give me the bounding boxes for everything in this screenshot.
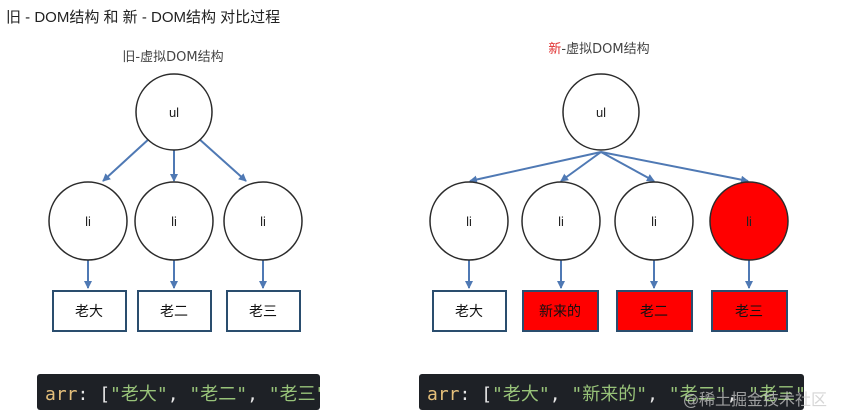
new-tree-child-node-2: li <box>521 181 601 261</box>
svg-text:li: li <box>651 214 657 229</box>
new-tree-child-node-4-highlighted: li <box>709 181 789 261</box>
new-tree-root-node: ul <box>562 73 640 151</box>
svg-text:li: li <box>466 214 472 229</box>
new-tree-leaf-box-4-highlighted: 老三 <box>711 290 788 332</box>
old-tree-leaf-box-3: 老三 <box>226 290 301 332</box>
old-tree-child-node-3: li <box>223 181 303 261</box>
svg-text:老三: 老三 <box>735 304 763 320</box>
watermark-text: @稀土掘金技术社区 <box>682 390 827 409</box>
new-tree-edges <box>465 151 753 289</box>
svg-text:li: li <box>171 214 177 229</box>
code-string: "老大" <box>492 384 550 405</box>
new-tree-child-node-3: li <box>614 181 694 261</box>
code-string: "老二" <box>189 384 248 405</box>
new-tree-leaf-box-3-highlighted: 老二 <box>616 290 693 332</box>
code-var-name: arr <box>45 384 78 405</box>
new-tree-title: 新-虚拟DOM结构 <box>548 41 649 57</box>
svg-text:老大: 老大 <box>455 304 483 320</box>
old-tree-title: 旧-虚拟DOM结构 <box>122 50 223 65</box>
svg-text:ul: ul <box>169 105 179 120</box>
code-string: "老二" <box>668 384 727 405</box>
new-tree-leaf-box-2-highlighted: 新来的 <box>522 290 599 332</box>
new-tree-leaf-box-1: 老大 <box>432 290 507 332</box>
svg-text:新来的: 新来的 <box>539 304 581 320</box>
code-string: "老大" <box>110 384 168 405</box>
code-string: "老三" <box>268 384 320 405</box>
svg-text:li: li <box>558 214 564 229</box>
old-tree-leaf-box-1: 老大 <box>52 290 127 332</box>
svg-text:li: li <box>746 214 752 229</box>
old-tree-leaf-box-2: 老二 <box>137 290 212 332</box>
svg-text:ul: ul <box>596 105 606 120</box>
svg-text:老二: 老二 <box>160 304 188 320</box>
code-var-name: arr <box>427 384 460 405</box>
old-tree-edges <box>84 137 267 289</box>
svg-text:老二: 老二 <box>640 304 668 320</box>
svg-text:li: li <box>85 214 91 229</box>
old-tree-child-node-2: li <box>134 181 214 261</box>
new-array-code: arr: ["老大", "新来的", "老二", "老三"] <box>419 374 804 410</box>
page-heading: 旧 - DOM结构 和 新 - DOM结构 对比过程 <box>6 9 281 26</box>
new-tree-child-node-1: li <box>429 181 509 261</box>
old-tree-root-node: ul <box>135 73 213 151</box>
code-string: "老三" <box>748 384 804 405</box>
svg-text:老大: 老大 <box>75 304 103 320</box>
svg-text:li: li <box>260 214 266 229</box>
old-tree-child-node-1: li <box>48 181 128 261</box>
svg-text:老三: 老三 <box>249 304 277 320</box>
old-array-code: arr: ["老大", "老二", "老三"] <box>37 374 320 410</box>
code-string: "新来的" <box>571 384 648 405</box>
